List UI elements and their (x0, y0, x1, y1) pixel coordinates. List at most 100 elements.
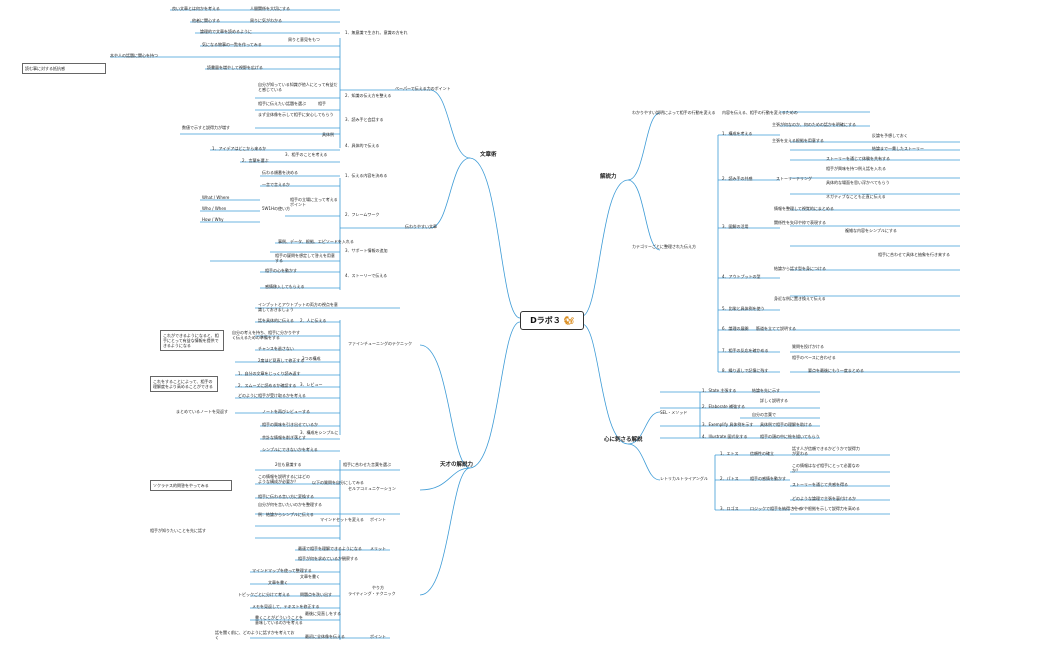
node-c2b[interactable]: What / Where (202, 195, 230, 200)
node-kmid[interactable]: カテゴリーごとに整理された伝え方 (632, 244, 696, 249)
node-w2d[interactable]: 問題点を洗い出す (300, 592, 332, 597)
node-k6a[interactable]: 身近な例に置き換えて伝える (774, 296, 826, 301)
node-m2c1[interactable]: ロジックで相手を納得させる (750, 506, 802, 511)
node-m2[interactable]: レトリカルトライアングル (660, 476, 708, 481)
main-branch-tensai[interactable]: 天才の解説力 (440, 462, 474, 468)
node-a4[interactable]: 4．具体的で伝える (345, 143, 380, 148)
node-u3a[interactable]: 自分が何を言いたいのかを整理する (258, 502, 322, 507)
node-a4b[interactable]: 数値で示すと説得力が増す (182, 125, 230, 130)
node-a2[interactable]: 2．知識の伝え方を整える (345, 93, 392, 98)
node-w3[interactable]: ポイント (370, 634, 386, 639)
node-a1a[interactable]: 他者に関心する (192, 18, 220, 23)
node-k4b[interactable]: 関係性を矢印や枠で表現する (774, 220, 826, 225)
main-branch-kaisetsu[interactable]: 解説力 (600, 174, 617, 180)
node-t3[interactable]: 3．レビュー (300, 382, 323, 387)
node-w1a[interactable]: 最速で相手を理解できるようになる (298, 546, 362, 551)
node-u2[interactable]: 以下の質問を自分にしてみる (312, 480, 364, 485)
node-u1a[interactable]: 相手に合わせた言葉を選ぶ (343, 462, 391, 467)
main-branch-bunshoujutsu[interactable]: 文章術 (480, 152, 497, 158)
node-k3c[interactable]: 具体的な場面を思い浮かべてもらう (826, 180, 890, 185)
node-c1[interactable]: 1．伝える内容を決める (345, 173, 388, 178)
node-u3c[interactable]: 相手が知りたいことを先に話す (150, 528, 206, 533)
node-a2a[interactable]: 自分が知っている知識が他人にとって有益だと感じている (258, 82, 338, 92)
node-c2d[interactable]: How / Why (202, 217, 224, 222)
node-k3s[interactable]: ストーリーテリング (776, 176, 812, 181)
node-m1d1[interactable]: 相手の頭の中に絵を描いてもらう (760, 434, 820, 439)
node-k2a[interactable]: 主張が何なのか、何のための話かを明確にする (772, 122, 856, 127)
node-c1a[interactable]: 伝わる順番を決める (262, 170, 298, 175)
node-m1[interactable]: SEL・メソッド (660, 410, 688, 415)
node-t3d[interactable]: どのように相手が受け取るかを考える (238, 393, 306, 398)
node-k5a[interactable]: 結論から話す型を身につける (774, 266, 826, 271)
root-node[interactable]: Dラボ３ 🐿 (520, 311, 584, 330)
node-m1b1[interactable]: 詳しく説明する (760, 398, 788, 403)
node-m2b1[interactable]: 相手の感情を動かす (750, 476, 786, 481)
node-m2a[interactable]: 1．エトス (720, 451, 739, 456)
node-k9a[interactable]: 要点を最後にもう一度まとめる (808, 368, 864, 373)
node-t4b[interactable]: ノートを再びレビューする (262, 409, 310, 414)
node-c2[interactable]: 2．フレームワーク (345, 212, 380, 217)
node-c4a[interactable]: 相手の心を動かす (265, 268, 297, 273)
node-w2c[interactable]: 文章を書く (300, 574, 320, 579)
node-t2c[interactable]: チャンスを逃さない (258, 346, 294, 351)
node-k3d[interactable]: ネガティブなことも正直に伝える (826, 194, 886, 199)
node-k6[interactable]: 5．比喩と具体例を使う (722, 306, 765, 311)
node-m2b2[interactable]: この情報はなぜ相手にとって必要なのか？ (792, 463, 860, 473)
node-a3a[interactable]: まず全体像を示して相手に安心してもらう (258, 112, 334, 117)
node-u1[interactable]: 2位も意識する (275, 462, 302, 467)
node-m2c3[interactable]: データや根拠を示して説得力を高める (792, 506, 860, 511)
node-a1e[interactable]: 読書量を増やして視野を広げる (207, 65, 263, 70)
node-k4[interactable]: 3．図解の活用 (722, 224, 749, 229)
node-c4[interactable]: 4．ストーリーで伝える (345, 273, 388, 278)
node-c3b[interactable]: 相手の疑問を想定して答えを用意する (275, 253, 335, 263)
node-w3b[interactable]: 最初に全体像を伝える (305, 634, 345, 639)
node-c3a[interactable]: 事例、データ、根拠、エピソードを入れる (278, 239, 354, 244)
node-a1c[interactable]: 周りと意見をもつ (288, 37, 320, 42)
node-m1c1[interactable]: 具体例で相手の理解を助ける (760, 422, 812, 427)
node-w2b[interactable]: マインドマップを使って整理する (252, 568, 312, 573)
node-c1b[interactable]: 一言で言えるか (262, 182, 290, 187)
node-t3a[interactable]: 2度ほど見直して修正する (258, 358, 305, 363)
node-k2c[interactable]: 反論を予想しておく (872, 133, 908, 138)
node-a1b1[interactable]: 論理的で文章を読めるように (200, 29, 252, 34)
node-a1[interactable]: 1．無意識で生きれ、意識の方をれ (345, 30, 408, 35)
node-t3c[interactable]: 2．スムーズに読めるか確認する (238, 383, 297, 388)
node-a4a[interactable]: 具体例 (322, 132, 334, 137)
node-m2b3[interactable]: ストーリーを通じて共感を得る (792, 482, 848, 487)
node-t5a[interactable]: 相手の興味を引き出せているか (262, 422, 318, 427)
node-m2a1[interactable]: 信頼性の確立 (750, 451, 774, 456)
node-t4[interactable]: 3つの構成 (302, 356, 321, 361)
node-t5[interactable]: 3．構成をシンプルに (300, 430, 339, 435)
node-k5b[interactable]: 相手に合わせて具体と抽象を行き来する (878, 252, 950, 257)
node-m1b2[interactable]: 自分の言葉で (752, 412, 776, 417)
node-wcat[interactable]: ライティング・テクニック (348, 591, 396, 596)
node-w2g[interactable]: 最後に見直しをする (305, 611, 341, 616)
node-k7a[interactable]: 筋道を立てて説明する (756, 326, 796, 331)
node-k3b[interactable]: 相手が興味を持つ例え話を入れる (826, 166, 886, 171)
node-t5c[interactable]: シンプルにできないかを考える (262, 447, 318, 452)
node-c2e[interactable]: 相手の立場に立って考えるポイント (290, 197, 338, 207)
node-t4a[interactable]: まとめているノートを見返す (176, 409, 228, 414)
node-u3[interactable]: ポイント (370, 517, 386, 522)
node-c2a[interactable]: 5W1Hの使い方 (262, 206, 291, 211)
node-a3[interactable]: 3．読み手と会話する (345, 117, 384, 122)
node-m1a[interactable]: 1．State 主張する (702, 388, 737, 393)
node-w2a[interactable]: 相手が何を求めているか観察する (298, 556, 358, 561)
main-branch-mimi[interactable]: 心に刺さる解説 (604, 437, 643, 443)
node-point[interactable]: 伝わりやすい文章 (405, 224, 437, 229)
node-w2h[interactable]: 書くことがどういうことを意味しているのかを考える (255, 615, 303, 625)
node-k3a[interactable]: ストーリーを通じて体験を共有する (826, 156, 890, 161)
node-ucat2[interactable]: マインドセットを変える (320, 517, 364, 522)
node-t1a[interactable]: インプットとアウトプットの両方の視点を意識しておきましょう (258, 302, 338, 312)
node-c4b[interactable]: 感情移入してもらえる (265, 284, 305, 289)
node-c2c[interactable]: Who / When (202, 206, 227, 211)
node-k8[interactable]: 7．相手の反応を確かめる (722, 348, 769, 353)
node-m2b[interactable]: 2．パトス (720, 476, 739, 481)
node-k7[interactable]: 6．論理の展開 (722, 326, 749, 331)
node-c3[interactable]: 3．サポート情報の追加 (345, 248, 388, 253)
node-k3[interactable]: 2．読み手の共感 (722, 176, 753, 181)
node-ucat[interactable]: セルフコミュニケーション (348, 486, 396, 491)
node-b1[interactable]: 1．アイデアはどこから来るか (212, 146, 267, 151)
node-a2c[interactable]: 相手 (318, 101, 326, 106)
node-k8a[interactable]: 質問を投げかける (792, 344, 824, 349)
